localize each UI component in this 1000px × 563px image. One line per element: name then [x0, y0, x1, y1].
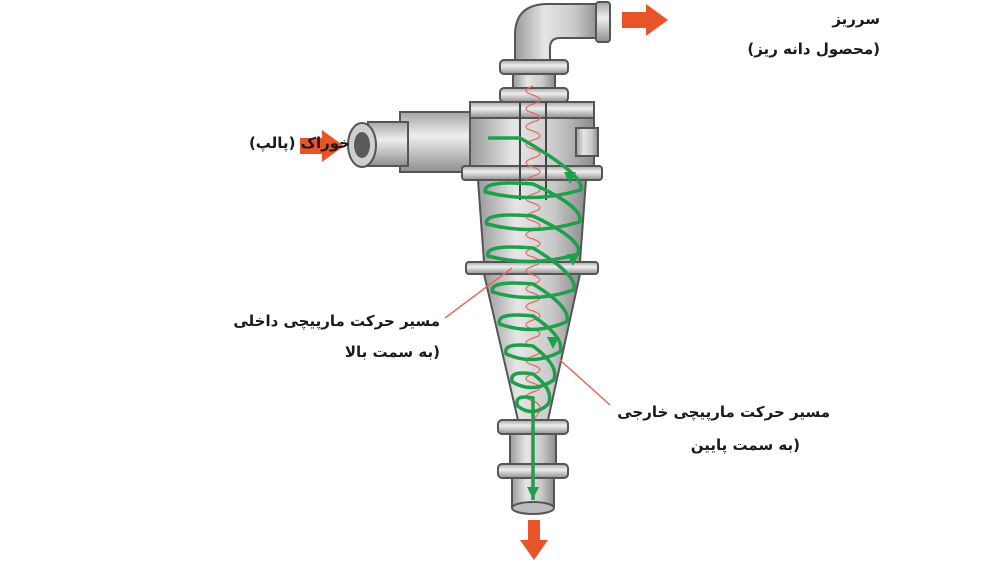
outer-spiral-leader: [559, 359, 611, 406]
outer-spiral-label: مسیر حرکت مارپیچی خارجی: [617, 403, 830, 421]
cone-flange: [465, 261, 599, 275]
overflow-product-label: (محصول دانه ریز): [747, 40, 880, 58]
overflow-label: سرریز: [832, 10, 880, 28]
feed-arrow-icon: [300, 130, 344, 162]
inner-spiral-label: مسیر حرکت مارپیچی داخلی: [233, 312, 440, 330]
overflow-elbow-pipe: [499, 1, 611, 103]
feed-label: خوراک (پالپ): [248, 134, 350, 152]
inner-spiral-direction-label: (به سمت بالا: [344, 343, 440, 361]
outer-spiral-arrowhead-icon: [547, 337, 559, 349]
overflow-arrow-icon: [622, 4, 668, 36]
inner-spiral-leader: [444, 267, 513, 319]
outer-spiral-direction-label: (به سمت پایین: [690, 436, 800, 454]
feed-inlet-pipe: [347, 111, 481, 173]
outer-spiral-arrowhead-icon: [564, 172, 576, 184]
outer-spiral-path: [483, 136, 583, 500]
outer-spiral-arrowhead-icon: [567, 254, 579, 266]
outer-spiral-arrowhead-icon: [527, 487, 539, 499]
underflow-arrow-icon: [520, 520, 548, 560]
outer-spiral-stroke: [483, 136, 583, 500]
